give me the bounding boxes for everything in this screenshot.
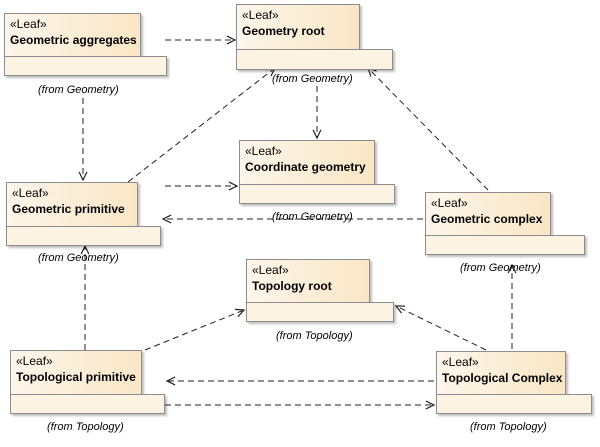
package-body <box>425 235 585 255</box>
dependency-line-geometric-primitive-to-geometry-root <box>127 67 276 183</box>
stereotype-label: «Leaf» <box>245 144 282 158</box>
package-source-label: (from Geometry) <box>460 262 541 274</box>
stereotype-label: «Leaf» <box>16 354 53 368</box>
package-source-label: (from Topology) <box>276 330 353 342</box>
arrowhead-coordinate-geometry <box>228 181 239 191</box>
dependency-line-topological-primitive-to-topology-root <box>144 309 245 351</box>
package-source-label: (from Geometry) <box>272 73 353 85</box>
package-name: Geometric primitive <box>12 202 125 216</box>
dependency-line-geometric-complex-to-geometry-root <box>367 67 489 191</box>
dependency-line-topological-complex-to-topology-root <box>395 305 487 351</box>
stereotype-label: «Leaf» <box>10 17 47 31</box>
package-tab: «Leaf» Geometric complex <box>425 192 551 236</box>
package-tab: «Leaf» Geometry root <box>236 4 360 50</box>
package-tab: «Leaf» Topology root <box>246 259 370 304</box>
package-name: Geometry root <box>242 24 325 38</box>
stereotype-label: «Leaf» <box>252 263 289 277</box>
package-source-label: (from Geometry) <box>38 84 119 96</box>
arrowhead-geometric-primitive <box>161 214 172 224</box>
arrowhead-topology-root <box>234 308 246 318</box>
package-tab: «Leaf» Geometric aggregates <box>4 13 141 57</box>
package-name: Geometric complex <box>431 212 543 226</box>
package-body <box>246 302 394 322</box>
package-name: Topological primitive <box>16 370 136 384</box>
package-body <box>436 394 592 414</box>
arrowhead-topology-root <box>394 305 406 314</box>
arrowhead-geometric-primitive <box>78 171 88 182</box>
package-body <box>6 226 161 246</box>
package-body <box>4 56 167 76</box>
stereotype-label: «Leaf» <box>242 8 279 22</box>
arrowhead-topological-primitive <box>165 376 176 386</box>
package-tab: «Leaf» Geometric primitive <box>6 182 138 227</box>
stereotype-label: «Leaf» <box>431 196 468 210</box>
arrowhead-coordinate-geometry <box>312 129 322 140</box>
package-name: Topological Complex <box>442 371 563 385</box>
package-tab: «Leaf» Coordinate geometry <box>239 140 375 185</box>
stereotype-label: «Leaf» <box>442 355 479 369</box>
package-source-label: (from Topology) <box>47 421 124 433</box>
package-name: Coordinate geometry <box>245 160 366 174</box>
package-name: Topology root <box>252 279 332 293</box>
stereotype-label: «Leaf» <box>12 186 49 200</box>
package-source-label: (from Geometry) <box>272 211 353 223</box>
arrowhead-geometric-complex <box>507 263 517 274</box>
package-source-label: (from Geometry) <box>38 252 119 264</box>
package-source-label: (from Topology) <box>470 421 547 433</box>
package-tab: «Leaf» Topological primitive <box>10 350 142 395</box>
package-body <box>236 49 393 70</box>
package-name: Geometric aggregates <box>10 33 137 47</box>
package-body <box>10 394 165 414</box>
arrowhead-topological-complex <box>425 400 436 410</box>
arrowhead-geometry-root <box>226 35 237 45</box>
package-body <box>239 184 395 204</box>
package-tab: «Leaf» Topological Complex <box>436 351 566 395</box>
arrowhead-geometric-primitive <box>80 244 90 255</box>
